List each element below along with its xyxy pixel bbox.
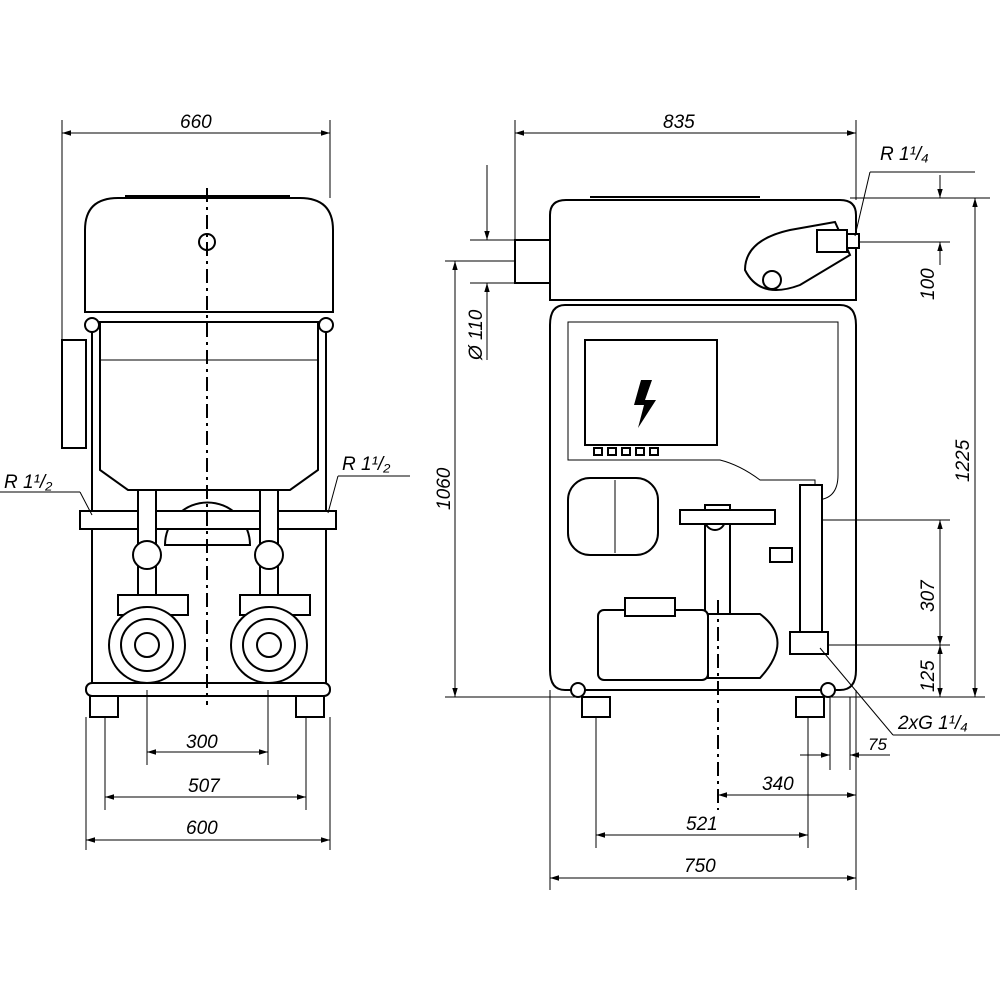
inlet-valve xyxy=(816,229,848,253)
foot-left xyxy=(89,695,119,718)
side-view xyxy=(514,196,860,810)
foot-right xyxy=(295,695,325,718)
dim-507: 507 xyxy=(188,776,221,797)
dim-307: 307 xyxy=(918,579,939,612)
label-inlet-thread: R 1¹/₄ xyxy=(880,144,929,165)
dim-750: 750 xyxy=(684,856,716,877)
dim-75: 75 xyxy=(868,735,887,754)
pump-motor xyxy=(597,609,709,681)
dim-125: 125 xyxy=(918,660,939,692)
tank-cover xyxy=(84,197,334,313)
expansion-vessel xyxy=(567,477,659,556)
dim-300: 300 xyxy=(186,732,218,753)
pump-head xyxy=(707,613,779,679)
control-panel xyxy=(584,339,718,446)
inlet-pipe xyxy=(514,239,553,284)
outlet-connection xyxy=(789,631,829,655)
pump-left xyxy=(108,489,189,684)
label-connection-left: R 1¹/₂ xyxy=(4,472,53,493)
lightning-bolt-icon xyxy=(634,380,656,428)
label-outlet-thread: 2xG 1¹/₄ xyxy=(897,713,968,734)
indicator-lights xyxy=(593,447,659,456)
dim-diameter-110: Ø 110 xyxy=(466,309,487,361)
control-box-side xyxy=(61,339,87,449)
side-dimensions: 835 R 1¹/₄ 100 Ø 110 1060 1225 307 125 2… xyxy=(434,112,1000,890)
water-tank xyxy=(99,321,319,491)
front-dimensions: 660 R 1¹/₂ R 1¹/₂ 300 507 600 xyxy=(0,112,410,850)
dim-660: 660 xyxy=(180,112,212,133)
dim-1060: 1060 xyxy=(434,467,455,510)
dim-1225: 1225 xyxy=(953,439,974,482)
dim-521: 521 xyxy=(686,814,718,835)
pump-right xyxy=(230,489,311,684)
foot-rear xyxy=(795,696,825,718)
front-view xyxy=(61,188,337,718)
outlet-pipe xyxy=(799,484,823,636)
dim-835: 835 xyxy=(663,112,695,133)
foot-front xyxy=(581,696,611,718)
label-connection-right: R 1¹/₂ xyxy=(342,454,391,475)
dim-600: 600 xyxy=(186,818,218,839)
dim-100: 100 xyxy=(918,268,939,300)
dim-340: 340 xyxy=(762,774,794,795)
